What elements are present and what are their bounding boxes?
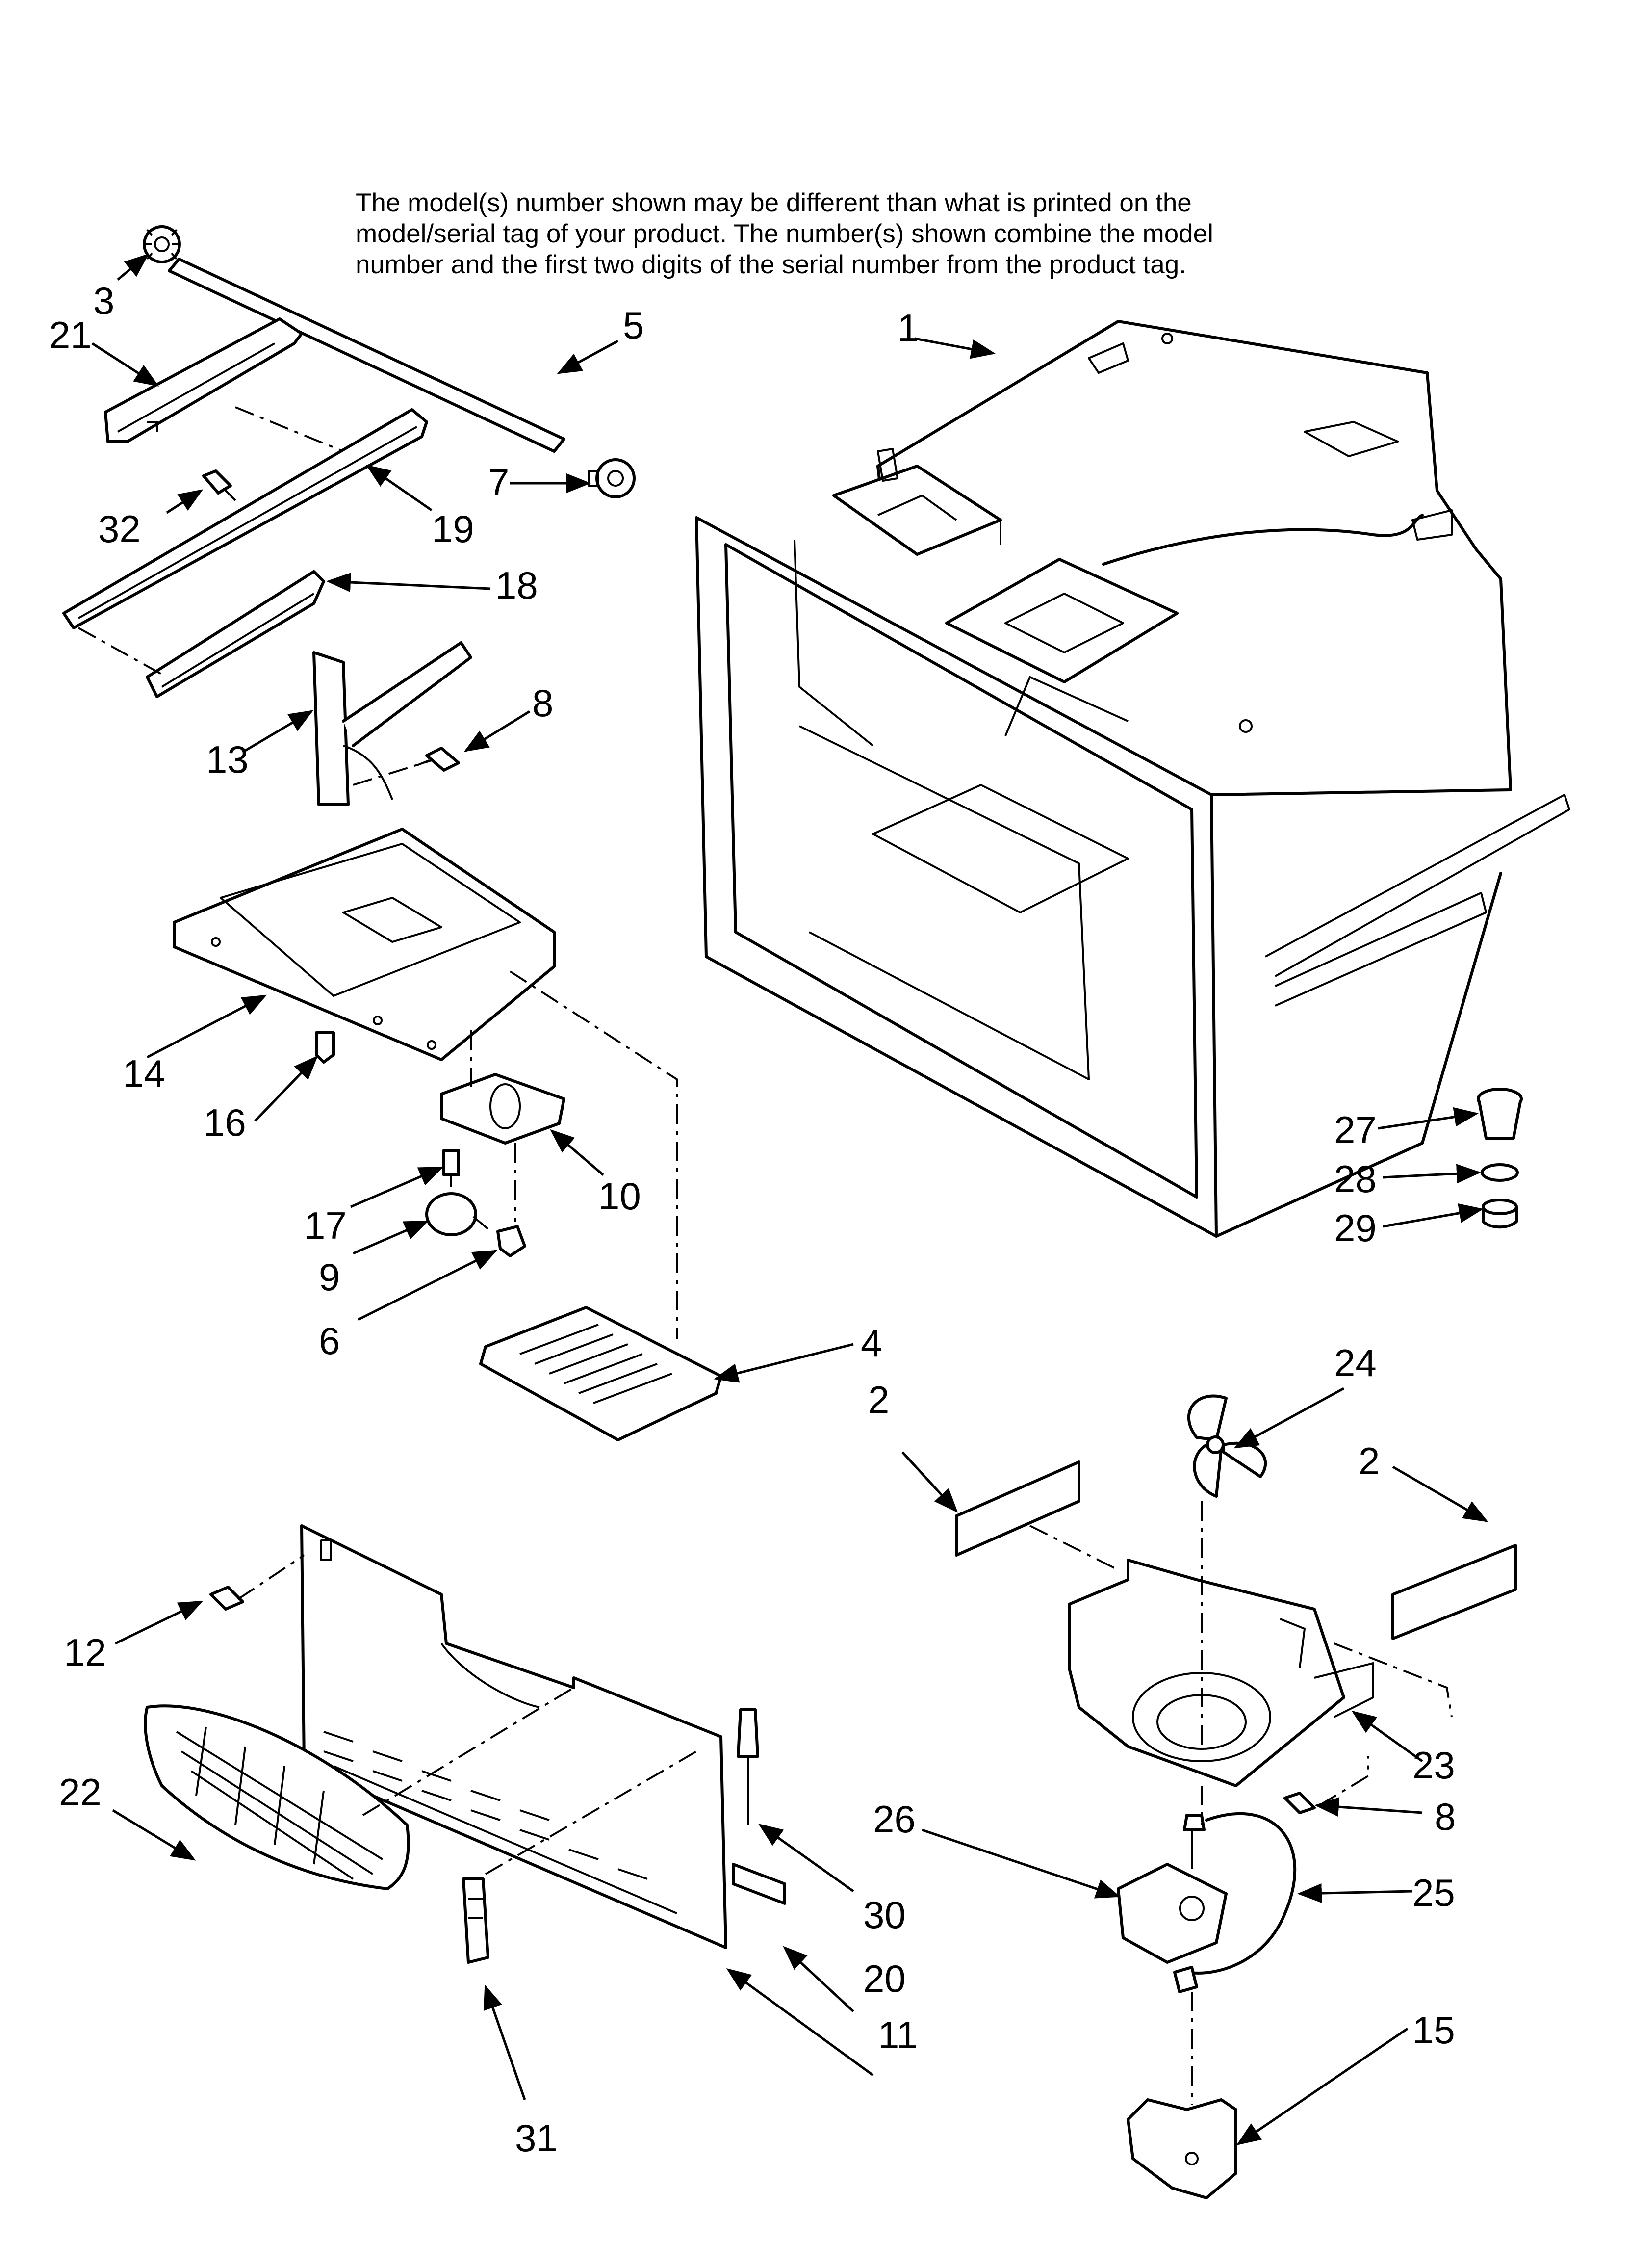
part-23-fan-shroud bbox=[1068, 1559, 1374, 1787]
callout-leaders bbox=[91, 253, 1488, 2145]
callout-6: 6 bbox=[319, 1319, 340, 1362]
part-21-bracket bbox=[104, 317, 303, 443]
part-8-screw-upper bbox=[416, 747, 460, 772]
header-note-line-1: The model(s) number shown may be differe… bbox=[356, 188, 1192, 217]
header-note-line-2: model/serial tag of your product. The nu… bbox=[356, 219, 1213, 248]
part-8-screw-lower bbox=[1283, 1792, 1316, 1814]
header-note-line-3: number and the first two digits of the s… bbox=[356, 250, 1186, 279]
callout-13: 13 bbox=[206, 738, 249, 781]
callout-23: 23 bbox=[1412, 1744, 1455, 1787]
part-2-pad-right bbox=[1391, 1544, 1517, 1640]
callout-2-left: 2 bbox=[868, 1378, 889, 1421]
part-13-bracket bbox=[312, 641, 472, 806]
part-3-gear bbox=[143, 225, 181, 263]
part-25-motor-wiring bbox=[1173, 1812, 1297, 1993]
part-30-sensor bbox=[737, 1708, 759, 1825]
callout-4: 4 bbox=[861, 1322, 882, 1365]
callout-27: 27 bbox=[1334, 1108, 1377, 1151]
part-19-rail bbox=[62, 408, 428, 629]
callout-21: 21 bbox=[49, 313, 92, 357]
callout-26: 26 bbox=[873, 1798, 916, 1841]
part-17-screw bbox=[442, 1149, 460, 1187]
callout-17: 17 bbox=[304, 1204, 347, 1247]
part-32-screw bbox=[202, 469, 236, 501]
part-28-o-ring bbox=[1481, 1163, 1519, 1182]
callout-28: 28 bbox=[1334, 1157, 1377, 1200]
part-14-light-housing bbox=[173, 828, 556, 1061]
callout-15: 15 bbox=[1412, 2008, 1455, 2052]
part-6-socket-cap bbox=[496, 1225, 526, 1257]
callout-10: 10 bbox=[598, 1174, 641, 1218]
callout-22: 22 bbox=[59, 1771, 102, 1814]
callout-labels: 3 21 1 5 7 32 19 18 8 13 14 16 10 17 9 6… bbox=[49, 279, 1456, 2160]
callout-31: 31 bbox=[515, 2116, 558, 2160]
part-24-fan-blade bbox=[1187, 1394, 1267, 1498]
assembly-lines bbox=[78, 406, 1453, 2105]
part-4-lamp-cover bbox=[479, 1306, 722, 1441]
callout-32: 32 bbox=[98, 507, 141, 550]
callout-12: 12 bbox=[64, 1631, 106, 1674]
part-15-motor-bracket bbox=[1127, 2098, 1237, 2199]
part-12-screw bbox=[209, 1586, 244, 1611]
part-29-plug bbox=[1482, 1199, 1518, 1229]
callout-29: 29 bbox=[1334, 1206, 1377, 1250]
callout-3: 3 bbox=[93, 279, 114, 322]
callout-5: 5 bbox=[623, 304, 644, 347]
part-31-drain-tube bbox=[462, 1877, 489, 1964]
callout-2-right: 2 bbox=[1359, 1439, 1380, 1483]
callout-1: 1 bbox=[898, 306, 919, 349]
part-1-freezer-liner bbox=[695, 320, 1570, 1238]
callout-30: 30 bbox=[863, 1893, 906, 1936]
part-16-clip bbox=[315, 1031, 335, 1064]
callout-18: 18 bbox=[495, 564, 538, 607]
callout-24: 24 bbox=[1334, 1341, 1377, 1384]
part-11-back-panel bbox=[300, 1524, 727, 1949]
part-9-bulb bbox=[425, 1192, 489, 1236]
callout-19: 19 bbox=[432, 507, 474, 550]
part-22-grille bbox=[144, 1704, 410, 1890]
callout-8-upper: 8 bbox=[532, 681, 553, 725]
part-2-pad-left bbox=[955, 1460, 1080, 1557]
part-27-drain-trap bbox=[1477, 1088, 1523, 1140]
part-5-rod bbox=[168, 258, 565, 453]
part-26-fan-motor bbox=[1117, 1814, 1228, 1964]
callout-11: 11 bbox=[878, 2013, 918, 2057]
callout-25: 25 bbox=[1412, 1871, 1455, 1914]
callout-20: 20 bbox=[863, 1957, 906, 2000]
callout-16: 16 bbox=[204, 1101, 246, 1144]
callout-9: 9 bbox=[319, 1255, 340, 1299]
callout-14: 14 bbox=[123, 1052, 165, 1095]
part-7-gear bbox=[588, 458, 636, 498]
header-note: The model(s) number shown may be differe… bbox=[356, 187, 1336, 280]
callout-7: 7 bbox=[488, 461, 509, 504]
part-18-slide bbox=[146, 570, 325, 698]
part-20-foam-strip bbox=[732, 1863, 786, 1905]
callout-8-lower: 8 bbox=[1435, 1795, 1456, 1838]
part-10-light-socket bbox=[440, 1073, 565, 1145]
